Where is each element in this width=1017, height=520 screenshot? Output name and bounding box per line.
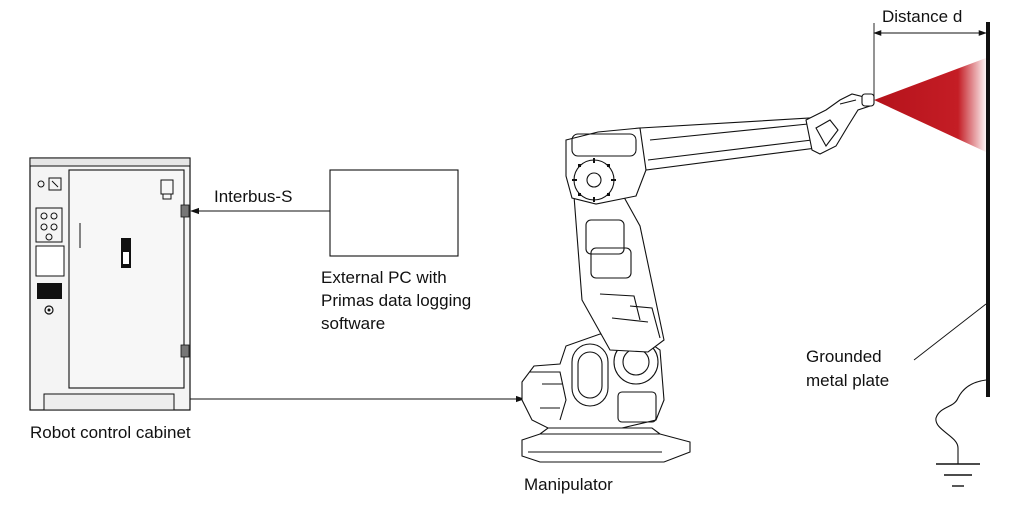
distance-label: Distance d xyxy=(882,7,962,26)
manipulator-label: Manipulator xyxy=(524,475,613,494)
pc-label-line1: External PC with xyxy=(321,268,447,287)
pc-label-line2: Primas data logging xyxy=(321,291,471,310)
cabinet-label: Robot control cabinet xyxy=(30,423,191,442)
manipulator-robot xyxy=(521,93,875,463)
external-pc-box xyxy=(329,169,459,257)
robot-control-cabinet xyxy=(29,157,191,411)
ground-symbol xyxy=(935,379,987,487)
interbus-label: Interbus-S xyxy=(214,187,292,206)
pc-label-line3: software xyxy=(321,314,385,333)
plate-label-line2: metal plate xyxy=(806,371,889,390)
plate-label-leader xyxy=(913,303,987,361)
distance-dimension xyxy=(873,23,987,104)
plate-label-line1: Grounded xyxy=(806,347,882,366)
spray-cone xyxy=(874,58,986,152)
